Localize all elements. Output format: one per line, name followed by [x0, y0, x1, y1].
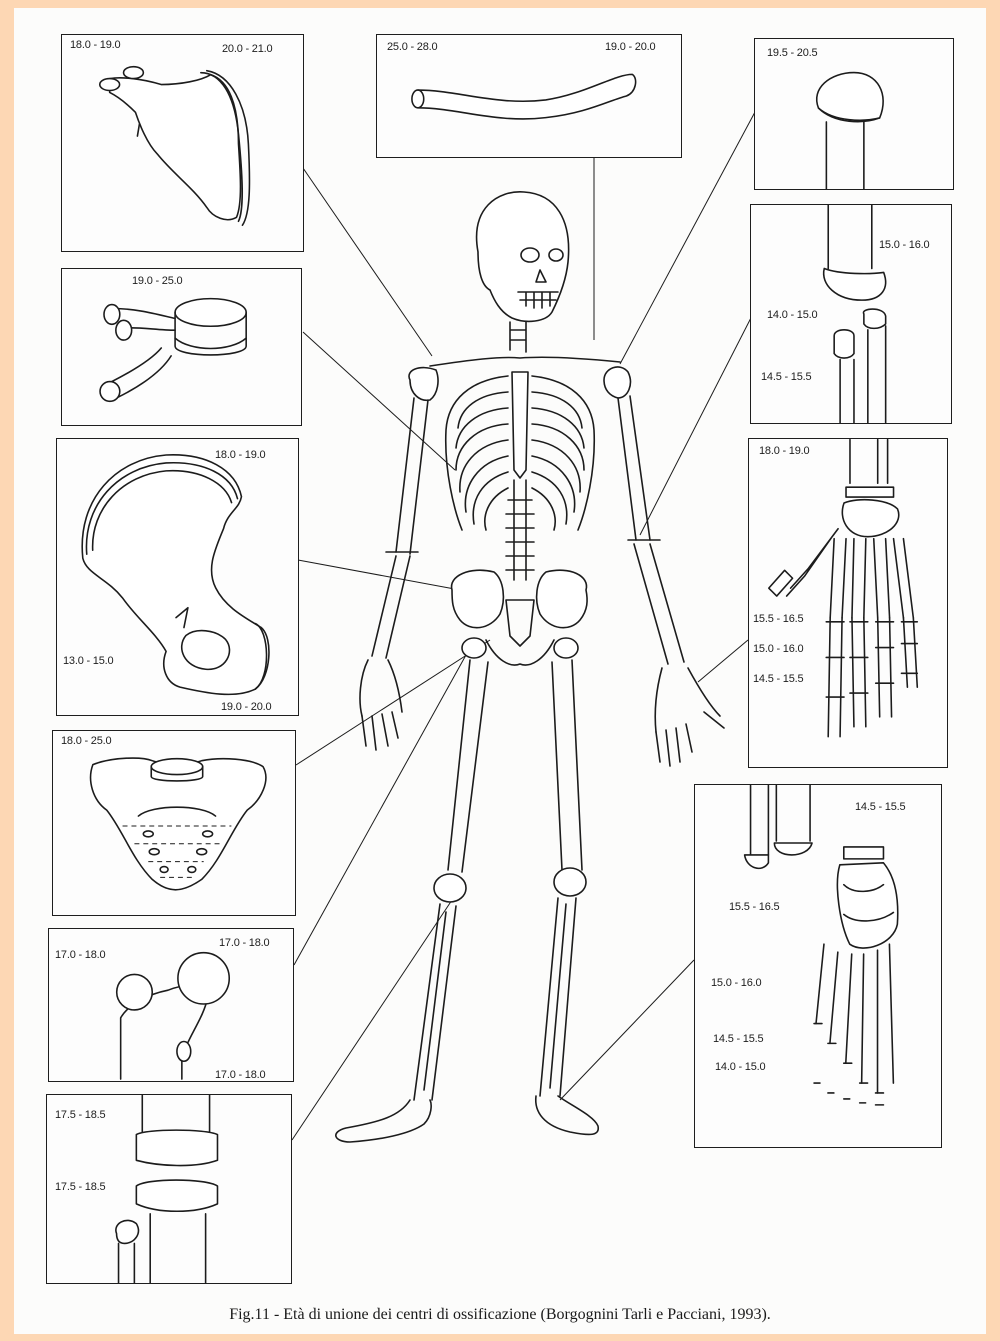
label-humerus-head: 19.5 - 20.5 [767, 47, 817, 59]
label-vertebral-border: 20.0 - 21.0 [222, 43, 272, 55]
panel-humerus-head: 19.5 - 20.5 [754, 38, 954, 190]
label-lesser-trochanter: 17.0 - 18.0 [215, 1069, 265, 1081]
clavicle-drawing [377, 35, 681, 157]
label-metatarsals: 15.0 - 16.0 [711, 977, 761, 989]
panel-foot: 14.5 - 15.5 15.5 - 16.5 15.0 - 16.0 14.5… [694, 784, 942, 1148]
label-vertebral-ring: 19.0 - 25.0 [132, 275, 182, 287]
panel-hand: 18.0 - 19.0 15.5 - 16.5 15.0 - 16.0 14.5… [748, 438, 948, 768]
label-femur-head: 17.0 - 18.0 [55, 949, 105, 961]
panel-clavicle: 25.0 - 28.0 19.0 - 20.0 [376, 34, 682, 158]
label-ischial-tuberosity: 19.0 - 20.0 [221, 701, 271, 713]
panel-femur-head: 17.0 - 18.0 17.0 - 18.0 17.0 - 18.0 [48, 928, 294, 1082]
label-metacarpals: 15.5 - 16.5 [753, 613, 803, 625]
panel-elbow: 15.0 - 16.0 14.0 - 15.0 14.5 - 15.5 [750, 204, 952, 424]
hand-drawing [749, 439, 947, 767]
vertebra-drawing [62, 269, 301, 425]
scapula-drawing [62, 35, 303, 251]
label-radius-head: 14.5 - 15.5 [761, 371, 811, 383]
label-acromial-end: 19.0 - 20.0 [605, 41, 655, 53]
label-sternal-end: 25.0 - 28.0 [387, 41, 437, 53]
humerus-head-drawing [755, 39, 953, 189]
label-iliac-crest: 18.0 - 19.0 [215, 449, 265, 461]
panel-scapula: 18.0 - 19.0 20.0 - 21.0 [61, 34, 304, 252]
figure-caption: Fig.11 - Età di unione dei centri di oss… [0, 1306, 1000, 1324]
foot-drawing [695, 785, 941, 1147]
label-acromion: 18.0 - 19.0 [70, 39, 120, 51]
label-acetabulum: 13.0 - 15.0 [63, 655, 113, 667]
label-proximal-tibia: 17.5 - 18.5 [55, 1181, 105, 1193]
label-calcaneus: 14.5 - 15.5 [855, 801, 905, 813]
panel-sacrum: 18.0 - 25.0 [52, 730, 296, 916]
panel-knee: 17.5 - 18.5 17.5 - 18.5 [46, 1094, 292, 1284]
label-distal-femur: 17.5 - 18.5 [55, 1109, 105, 1121]
label-trochlea: 14.0 - 15.0 [767, 309, 817, 321]
panel-pelvis: 18.0 - 19.0 13.0 - 15.0 19.0 - 20.0 [56, 438, 299, 716]
label-distal-phalanges: 14.5 - 15.5 [753, 673, 803, 685]
label-proximal-phalanges-foot: 14.5 - 15.5 [713, 1033, 763, 1045]
label-greater-trochanter: 17.0 - 18.0 [219, 937, 269, 949]
panel-vertebra: 19.0 - 25.0 [61, 268, 302, 426]
label-distal-phalanges-foot: 14.0 - 15.0 [715, 1061, 765, 1073]
label-sacral-body: 18.0 - 25.0 [61, 735, 111, 747]
sacrum-drawing [53, 731, 295, 915]
label-distal-radius-ulna: 18.0 - 19.0 [759, 445, 809, 457]
label-proximal-phalanges: 15.0 - 16.0 [753, 643, 803, 655]
pelvis-drawing [57, 439, 298, 715]
label-medial-epicondyle: 15.0 - 16.0 [879, 239, 929, 251]
label-distal-tibia-fibula: 15.5 - 16.5 [729, 901, 779, 913]
